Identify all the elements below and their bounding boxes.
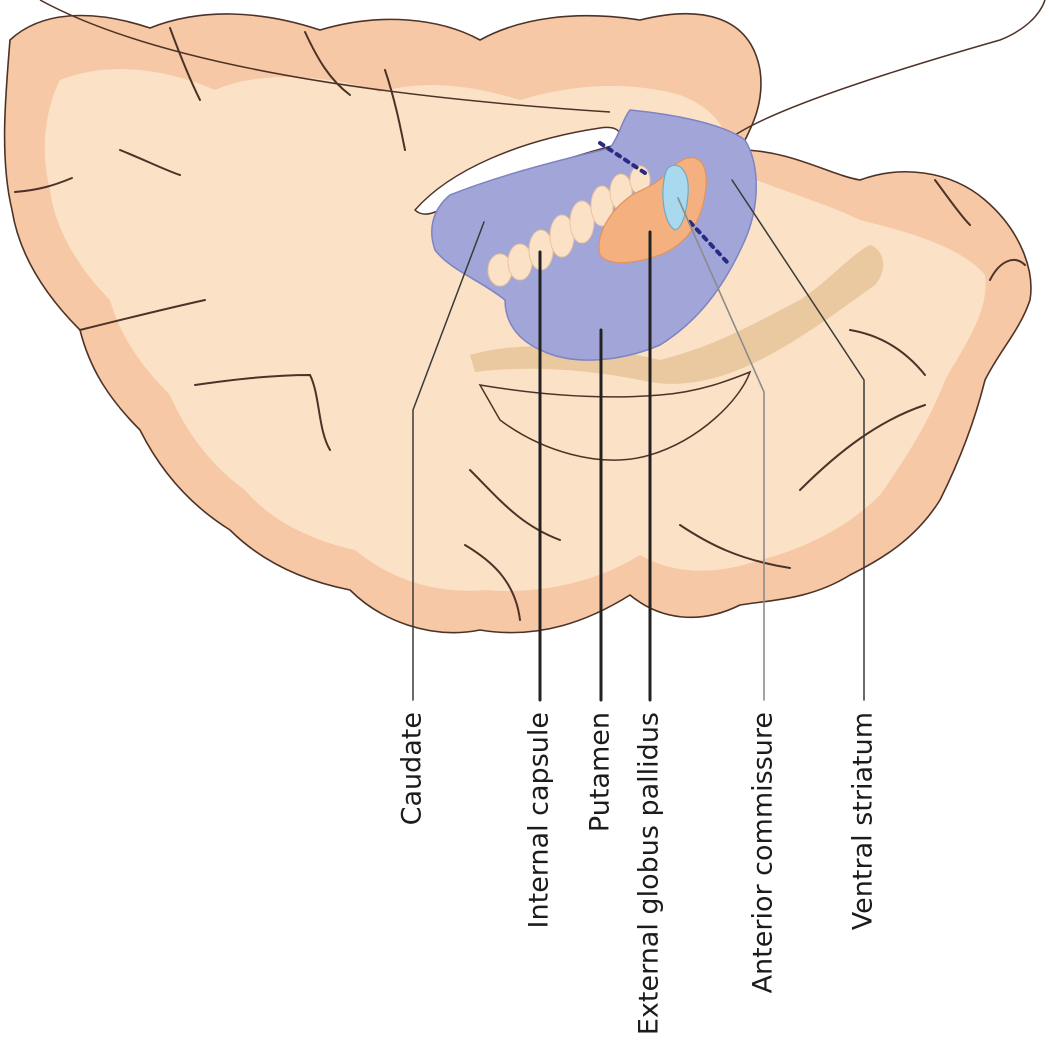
capsule-bridge-5 <box>570 201 594 243</box>
outer-arc-right <box>728 0 1045 140</box>
label-internal-capsule: Internal capsule <box>524 712 555 928</box>
label-caudate: Caudate <box>397 712 428 825</box>
label-anterior-commissure: Anterior commissure <box>748 712 779 993</box>
label-ventral-striatum: Ventral striatum <box>848 712 879 930</box>
label-external-globus-pallidus: External globus pallidus <box>634 712 665 1035</box>
capsule-bridge-2 <box>508 244 532 280</box>
label-putamen: Putamen <box>585 712 616 832</box>
structure-labels: Caudate Internal capsule Putamen Externa… <box>397 712 879 1035</box>
